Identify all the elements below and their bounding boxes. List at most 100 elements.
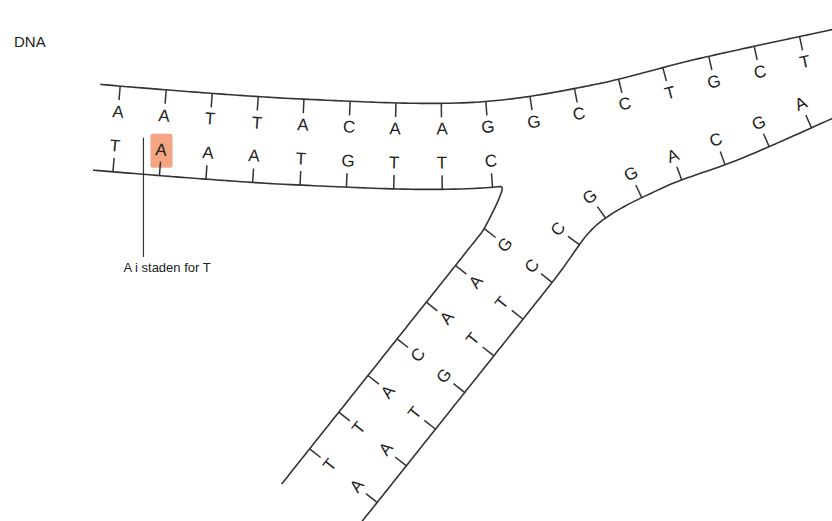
base-letter: A — [346, 476, 366, 495]
base-rung — [530, 96, 532, 110]
base-rung — [800, 37, 803, 51]
base-rung — [395, 457, 406, 466]
base-letter: G — [621, 164, 640, 185]
base-letter: G — [749, 112, 768, 133]
base-rung — [483, 347, 494, 356]
sugar-phosphate-backbone — [100, 29, 832, 103]
base-letter: G — [494, 235, 516, 256]
base-rung — [720, 152, 725, 165]
base-letter: A — [202, 144, 215, 162]
base-letter: T — [320, 456, 340, 475]
base-letter: G — [341, 152, 355, 170]
base-letter: G — [526, 113, 542, 132]
base-rung — [165, 90, 166, 104]
guide-path — [118, 62, 805, 129]
base-rung — [206, 165, 207, 179]
base-rung — [709, 56, 712, 70]
callout-label: A i staden for T — [123, 261, 210, 274]
base-letter: T — [798, 53, 812, 72]
base-letter: T — [296, 150, 307, 167]
base-rung — [636, 185, 642, 198]
base-rung — [485, 229, 496, 238]
base-letter: T — [405, 403, 425, 422]
base-rung — [339, 412, 350, 421]
sugar-phosphate-backbone — [93, 170, 502, 484]
base-rung — [299, 171, 301, 185]
base-letter: C — [617, 95, 633, 114]
base-rung — [368, 375, 379, 384]
base-rung — [455, 265, 466, 274]
base-letter: T — [662, 83, 676, 102]
leader-line — [143, 138, 144, 257]
base-rung — [395, 103, 397, 117]
base-rung — [257, 97, 259, 111]
base-letter: T — [349, 419, 369, 438]
base-letter: T — [389, 154, 400, 171]
base-rung — [393, 175, 395, 189]
base-letter: A — [436, 121, 448, 138]
base-rung — [574, 89, 577, 103]
base-letter: A — [248, 148, 260, 166]
mutation-highlight — [150, 134, 172, 168]
base-rung — [366, 494, 377, 503]
base-letter: A — [378, 382, 398, 401]
base-letter: A — [297, 116, 309, 133]
base-letter: A — [792, 94, 809, 114]
base-rung — [764, 134, 770, 147]
base-rung — [426, 302, 437, 311]
guide-group — [118, 62, 810, 486]
base-rung — [619, 79, 622, 93]
base-letter: C — [484, 152, 498, 170]
base-letter: C — [521, 256, 542, 276]
base-rung — [303, 99, 305, 113]
base-rung — [119, 86, 120, 100]
base-rung — [806, 115, 812, 128]
guide-path — [330, 245, 505, 465]
base-letter: C — [752, 62, 768, 81]
base-rung — [491, 173, 492, 187]
molecule-label: DNA — [14, 34, 46, 49]
base-letter: A — [466, 272, 486, 291]
base-letter: T — [437, 155, 448, 172]
base-letter: A — [158, 107, 171, 125]
base-rung — [113, 158, 114, 172]
base-letter: C — [342, 118, 355, 136]
base-rung — [441, 175, 443, 189]
base-rung — [397, 339, 408, 348]
sugar-phosphate-backbone — [359, 111, 832, 521]
base-letter: T — [205, 110, 217, 128]
base-letter: T — [463, 330, 483, 349]
base-rung — [512, 310, 523, 319]
base-letter: G — [706, 72, 723, 91]
base-letter: C — [572, 105, 587, 124]
base-letter: A — [389, 120, 401, 137]
strand-group — [93, 29, 832, 521]
base-rung — [541, 274, 552, 283]
base-rung — [486, 102, 487, 116]
base-letter: A — [664, 146, 681, 166]
base-rung — [424, 420, 435, 429]
base-letter: T — [493, 293, 513, 312]
base-letter: G — [580, 186, 601, 208]
base-letter: C — [407, 345, 428, 365]
base-letter: C — [548, 220, 569, 240]
base-rung — [597, 207, 605, 218]
base-rung — [754, 46, 757, 60]
base-letter: T — [109, 137, 121, 155]
base-letter: A — [155, 141, 168, 159]
base-rung — [211, 93, 212, 107]
base-rung — [349, 101, 351, 115]
base-rung — [663, 68, 667, 82]
base-rung — [252, 168, 254, 182]
base-rung — [441, 103, 443, 117]
base-rung — [346, 173, 348, 187]
base-letter: G — [481, 118, 496, 136]
base-letter: C — [707, 130, 724, 150]
base-rung — [310, 449, 321, 458]
base-rung — [159, 162, 160, 176]
base-letter: A — [436, 309, 456, 328]
base-rung — [677, 167, 682, 180]
base-rung — [568, 236, 579, 244]
